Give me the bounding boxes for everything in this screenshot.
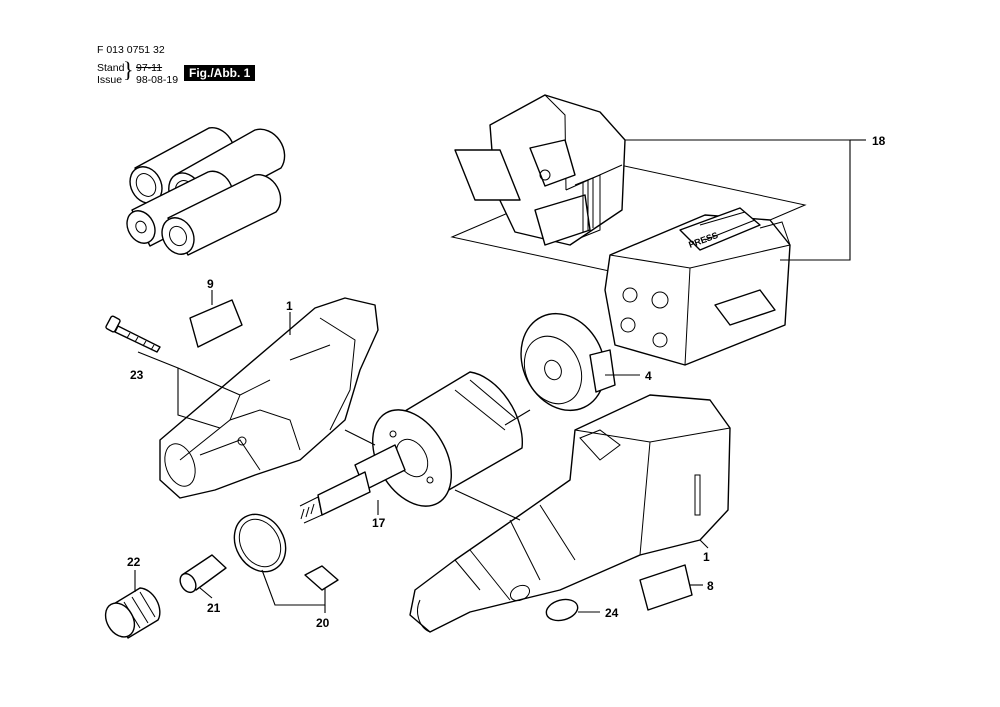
issue-label: Issue (97, 74, 123, 86)
issue-value: 98-08-19 (136, 74, 179, 86)
battery-holder-lower (604, 207, 791, 366)
collet-21 (179, 554, 227, 594)
stand-value: 97-11 (136, 62, 163, 74)
document-number: F 013 0751 32 (97, 44, 165, 56)
brace-glyph: } (123, 57, 134, 82)
clip-20 (304, 565, 339, 591)
figure-label: Fig./Abb. 1 (184, 65, 256, 81)
callout-9: 9 (207, 277, 214, 291)
callout-17: 17 (372, 516, 386, 530)
callout-1-bottom: 1 (703, 550, 710, 564)
callout-22: 22 (127, 555, 141, 569)
screw-23 (105, 315, 161, 353)
callout-4: 4 (645, 369, 652, 383)
bearing-cap-4 (520, 312, 616, 412)
battery-cap-upper (450, 94, 807, 278)
retaining-ring-20 (233, 513, 287, 573)
callout-21: 21 (207, 601, 221, 615)
battery-cells (126, 127, 286, 256)
switch-24 (545, 598, 579, 622)
collet-nut-22 (104, 587, 161, 639)
callout-1-top: 1 (286, 299, 293, 313)
stand-label: Stand (97, 62, 125, 74)
callout-23: 23 (130, 368, 144, 382)
label-9-sticker (189, 299, 243, 348)
callout-8: 8 (707, 579, 714, 593)
callout-24: 24 (605, 606, 619, 620)
leader-lines (134, 139, 866, 613)
callout-20: 20 (316, 616, 330, 630)
housing-half-lower (409, 394, 731, 633)
label-8-sticker (639, 564, 693, 611)
callout-18: 18 (872, 134, 886, 148)
motor-17 (299, 371, 524, 524)
